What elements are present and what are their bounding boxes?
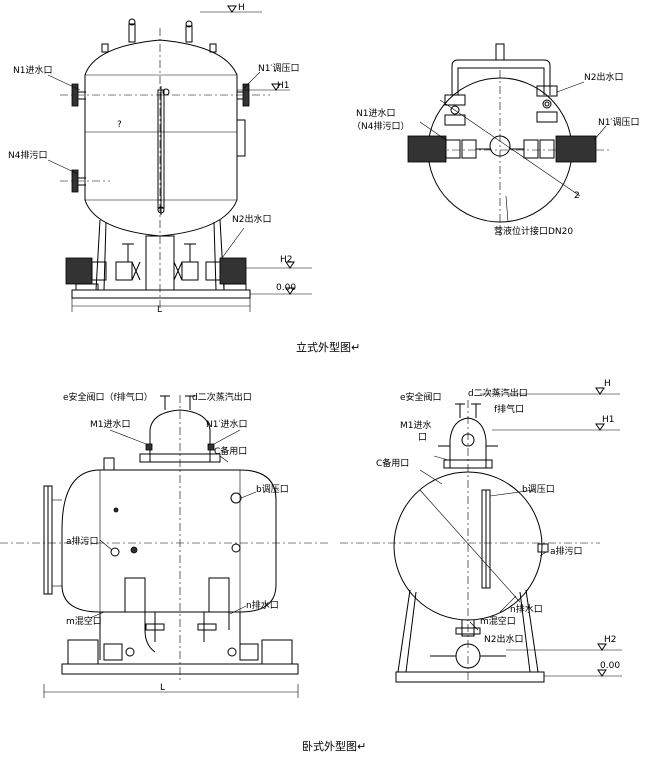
label-elev-zero: 0.00 <box>276 283 296 293</box>
label-end-e-valve: e安全阀口 <box>400 391 442 403</box>
vertical-plan-view <box>407 43 610 236</box>
label-end-n2-outlet: N2出水口 <box>484 633 523 645</box>
label-side-d-vapor: d二次蒸汽出口 <box>192 391 252 403</box>
label-side-e-valve: e安全阀口（f排气口） <box>63 391 153 403</box>
label-side-dim-l: L <box>160 683 165 693</box>
label-side-b-regulator: b调压口 <box>256 484 289 495</box>
label-plan-mark-2: 2 <box>574 191 580 201</box>
horizontal-end-view <box>340 387 622 683</box>
label-end-f-vent: f排气口 <box>494 403 524 415</box>
label-elev-h: H <box>238 3 245 13</box>
vertical-front-view <box>47 5 312 312</box>
label-plan-n2-outlet: N2出水口 <box>584 71 623 83</box>
label-end-elev-h1: H1 <box>602 415 615 425</box>
label-n1p-regulator: N1′调压口 <box>258 63 300 74</box>
label-n2-outlet: N2出水口 <box>232 213 271 225</box>
label-end-n-drain: n排水口 <box>510 603 543 615</box>
label-end-elev-h2: H2 <box>604 635 617 645</box>
label-elev-h1: H1 <box>277 81 290 91</box>
label-end-c-spare: C备用口 <box>376 457 409 469</box>
label-elev-h2: H2 <box>280 255 293 265</box>
label-unknown-mark: ? <box>117 120 122 130</box>
label-end-m-inlet-suffix: 口 <box>418 433 427 443</box>
label-side-m1p-inlet: N1′进水口 <box>206 418 248 430</box>
label-end-b-regulator: b调压口 <box>522 484 555 495</box>
label-n4-drain: N4排污口 <box>8 149 47 161</box>
label-side-n-drain: n排水口 <box>246 599 279 611</box>
label-end-d-vapor: d二次蒸汽出口 <box>468 387 528 399</box>
label-side-m-mix: m混空口 <box>66 615 102 627</box>
label-side-c-spare: C备用口 <box>214 445 247 457</box>
label-end-a-drain: a排污口 <box>550 545 583 557</box>
label-side-a-drain: a排污口 <box>66 535 99 547</box>
caption-vertical: 立式外型图↵ <box>296 340 360 354</box>
label-n1-inlet: N1进水口 <box>13 64 52 76</box>
label-end-elev-h: H <box>604 379 611 389</box>
label-end-m-inlet: M1进水 <box>400 419 432 431</box>
label-plan-n1-inlet: N1进水口 <box>356 107 395 119</box>
caption-horizontal: 卧式外型图↵ <box>302 739 366 753</box>
label-plan-n4-drain: （N4排污口） <box>352 120 409 132</box>
horizontal-side-view <box>0 395 330 698</box>
label-end-elev-zero: 0.00 <box>600 661 620 671</box>
label-plan-n1p-regulator: N1′调压口 <box>598 117 640 128</box>
label-end-m-mix: m混空口 <box>480 615 516 627</box>
label-plan-level-gauge: 营液位计接口DN20 <box>494 225 573 237</box>
label-side-m-inlet: M1进水口 <box>90 418 131 430</box>
label-dim-l: L <box>157 305 162 315</box>
